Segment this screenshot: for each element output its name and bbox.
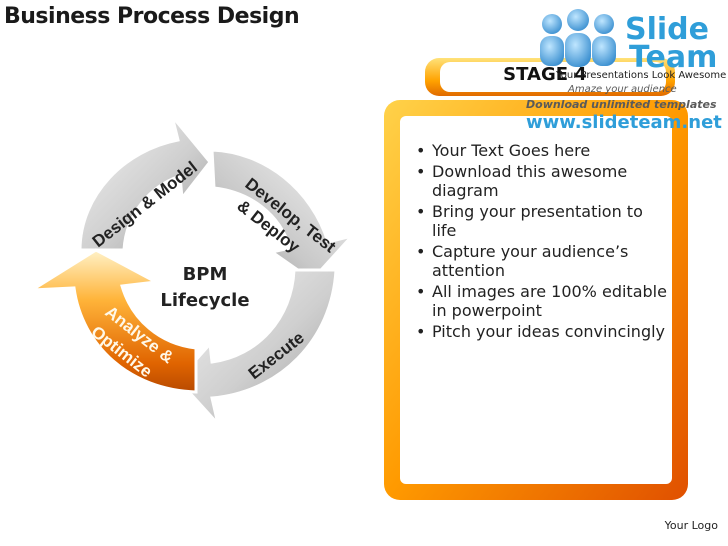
logo-amaze: Amaze your audience bbox=[568, 84, 677, 95]
center-label: BPM Lifecycle bbox=[150, 262, 260, 314]
center-label-line2: Lifecycle bbox=[160, 290, 250, 311]
footer-logo-placeholder: Your Logo bbox=[664, 519, 718, 532]
logo-download: Download unlimited templates bbox=[526, 98, 717, 111]
logo-people-icon bbox=[540, 9, 616, 67]
logo-tagline: Your Presentations Look Awesome bbox=[556, 70, 727, 81]
logo-word-team: Team bbox=[629, 40, 718, 75]
bullet-item: Pitch your ideas convincingly bbox=[416, 322, 670, 341]
center-label-line1: BPM bbox=[182, 264, 228, 285]
segment-develop-deploy bbox=[210, 148, 357, 282]
stage-label: STAGE 4 bbox=[503, 64, 587, 85]
stage-tab bbox=[425, 58, 675, 96]
logo-url: www.slideteam.net bbox=[526, 112, 722, 133]
bullet-item: All images are 100% editable in powerpoi… bbox=[416, 282, 670, 320]
bullet-item: Capture your audience’s attention bbox=[416, 242, 670, 280]
logo-word-slide: Slide bbox=[625, 12, 709, 47]
bullet-item: Download this awesome diagram bbox=[416, 162, 670, 200]
bullet-item: Bring your presentation to life bbox=[416, 202, 670, 240]
segment-execute bbox=[175, 268, 338, 430]
segment-design-model bbox=[78, 115, 212, 252]
page-title: Business Process Design bbox=[4, 4, 300, 29]
bullet-list: Your Text Goes here Download this awesom… bbox=[408, 141, 670, 343]
segment-analyze-optimize bbox=[26, 248, 198, 394]
bullet-item: Your Text Goes here bbox=[416, 141, 670, 160]
